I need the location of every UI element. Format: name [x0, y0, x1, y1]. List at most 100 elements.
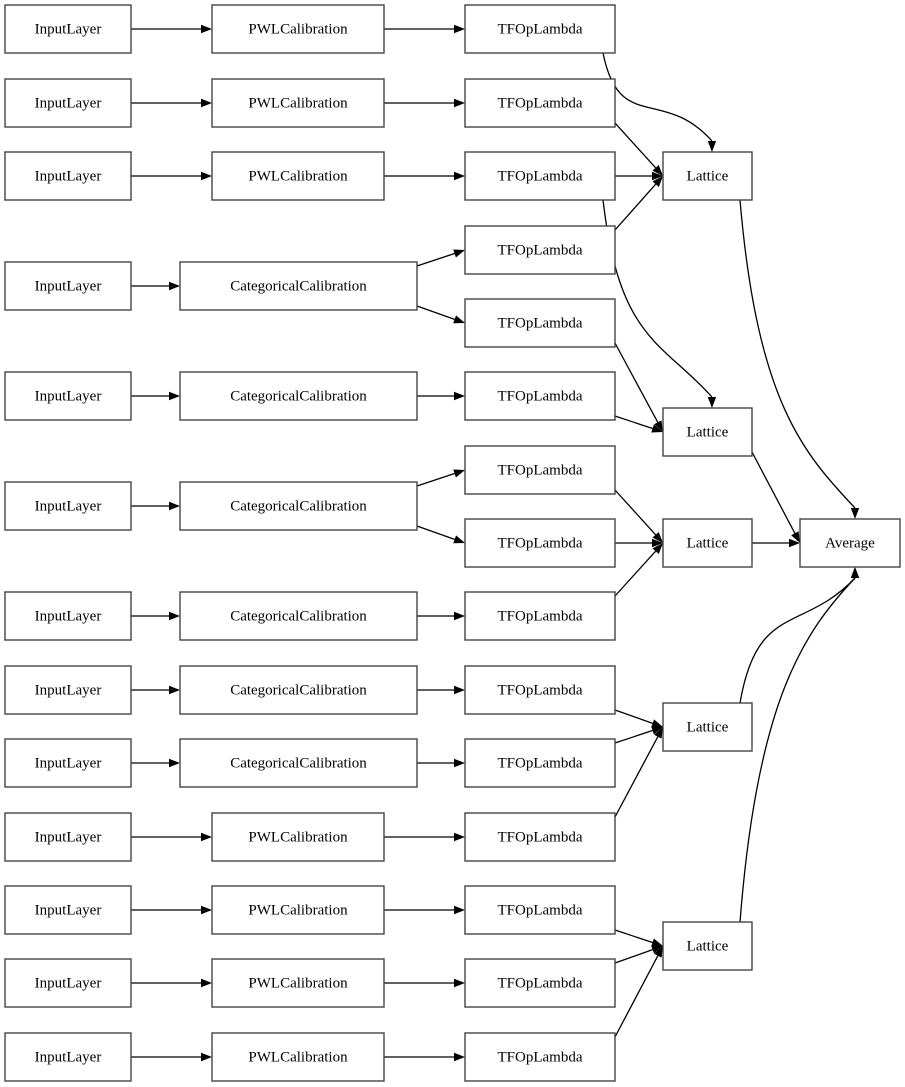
node-inputlayer-in9[interactable]: InputLayer: [4, 738, 132, 788]
node-tfoplambda-lam15[interactable]: TFOpLambda: [464, 1032, 616, 1082]
node-lattice-lat5[interactable]: Lattice: [662, 921, 753, 971]
node-label: PWLCalibration: [248, 902, 348, 918]
node-tfoplambda-lam14[interactable]: TFOpLambda: [464, 958, 616, 1008]
node-label: CategoricalCalibration: [230, 682, 367, 698]
edge-lam13-to-lat5: [614, 929, 663, 947]
node-tfoplambda-lam7[interactable]: TFOpLambda: [464, 445, 616, 495]
node-box: [662, 518, 753, 568]
node-inputlayer-in10[interactable]: InputLayer: [4, 812, 132, 862]
node-categoricalcalibration-cal8[interactable]: CategoricalCalibration: [179, 665, 418, 715]
node-tfoplambda-lam9[interactable]: TFOpLambda: [464, 591, 616, 641]
arrowhead-icon: [454, 685, 465, 695]
node-inputlayer-in1[interactable]: InputLayer: [4, 4, 132, 54]
edge-cal4-to-lam5: [416, 305, 465, 324]
node-tfoplambda-lam11[interactable]: TFOpLambda: [464, 738, 616, 788]
edge-lam3-to-lat1: [615, 171, 663, 181]
node-categoricalcalibration-cal4[interactable]: CategoricalCalibration: [179, 261, 418, 311]
node-tfoplambda-lam10[interactable]: TFOpLambda: [464, 665, 616, 715]
node-inputlayer-in7[interactable]: InputLayer: [4, 591, 132, 641]
node-box: [179, 371, 418, 421]
node-tfoplambda-lam13[interactable]: TFOpLambda: [464, 885, 616, 935]
node-box: [464, 591, 616, 641]
node-inputlayer-in2[interactable]: InputLayer: [4, 78, 132, 128]
arrowhead-icon: [707, 141, 717, 152]
edge-line: [416, 305, 455, 320]
edge-cal5-to-lam6: [417, 391, 465, 401]
edge-line: [416, 472, 455, 487]
node-pwlcalibration-cal12[interactable]: PWLCalibration: [211, 958, 385, 1008]
node-categoricalcalibration-cal5[interactable]: CategoricalCalibration: [179, 371, 418, 421]
node-tfoplambda-lam8[interactable]: TFOpLambda: [464, 518, 616, 568]
node-categoricalcalibration-cal6[interactable]: CategoricalCalibration: [179, 481, 418, 531]
arrowhead-icon: [453, 315, 465, 324]
node-box: [464, 445, 616, 495]
edge-line: [739, 577, 856, 704]
node-pwlcalibration-cal13[interactable]: PWLCalibration: [211, 1032, 385, 1082]
edge-in3-to-cal3: [131, 171, 212, 181]
node-inputlayer-in3[interactable]: InputLayer: [4, 151, 132, 201]
arrowhead-icon: [201, 98, 212, 108]
node-label: Lattice: [687, 719, 729, 735]
edge-cal4-to-lam4: [416, 249, 465, 267]
arrowhead-icon: [454, 391, 465, 401]
node-lattice-lat4[interactable]: Lattice: [662, 702, 753, 752]
edge-lam7-to-lat3: [614, 489, 663, 543]
node-lattice-lat3[interactable]: Lattice: [662, 518, 753, 568]
node-inputlayer-in8[interactable]: InputLayer: [4, 665, 132, 715]
arrowhead-icon: [169, 501, 180, 511]
arrowhead-icon: [169, 685, 180, 695]
node-pwlcalibration-cal10[interactable]: PWLCalibration: [211, 812, 385, 862]
node-inputlayer-in11[interactable]: InputLayer: [4, 885, 132, 935]
arrowhead-icon: [654, 946, 663, 958]
node-tfoplambda-lam2[interactable]: TFOpLambda: [464, 78, 616, 128]
edge-in10-to-cal10: [131, 832, 212, 842]
node-average-avg[interactable]: Average: [799, 518, 901, 568]
edge-lat1-to-avg: [739, 199, 860, 519]
node-categoricalcalibration-cal9[interactable]: CategoricalCalibration: [179, 738, 418, 788]
node-label: TFOpLambda: [498, 388, 583, 404]
node-box: [4, 371, 132, 421]
node-tfoplambda-lam1[interactable]: TFOpLambda: [464, 4, 616, 54]
node-lattice-lat1[interactable]: Lattice: [662, 151, 753, 201]
node-tfoplambda-lam4[interactable]: TFOpLambda: [464, 225, 616, 275]
node-inputlayer-in12[interactable]: InputLayer: [4, 958, 132, 1008]
edge-in13-to-cal13: [131, 1052, 212, 1062]
node-inputlayer-in6[interactable]: InputLayer: [4, 481, 132, 531]
node-label: TFOpLambda: [498, 902, 583, 918]
arrowhead-icon: [652, 532, 663, 543]
node-tfoplambda-lam12[interactable]: TFOpLambda: [464, 812, 616, 862]
node-pwlcalibration-cal1[interactable]: PWLCalibration: [211, 4, 385, 54]
node-categoricalcalibration-cal7[interactable]: CategoricalCalibration: [179, 591, 418, 641]
node-tfoplambda-lam5[interactable]: TFOpLambda: [464, 298, 616, 348]
node-box: [464, 371, 616, 421]
node-tfoplambda-lam3[interactable]: TFOpLambda: [464, 151, 616, 201]
node-label: CategoricalCalibration: [230, 608, 367, 624]
node-label: InputLayer: [35, 902, 102, 918]
node-pwlcalibration-cal3[interactable]: PWLCalibration: [211, 151, 385, 201]
node-inputlayer-in5[interactable]: InputLayer: [4, 371, 132, 421]
arrowhead-icon: [454, 905, 465, 915]
edge-line: [614, 489, 657, 536]
node-label: PWLCalibration: [248, 21, 348, 37]
node-box: [464, 1032, 616, 1082]
node-box: [464, 812, 616, 862]
node-box: [179, 591, 418, 641]
edge-cal3-to-lam3: [384, 171, 465, 181]
arrowhead-icon: [454, 978, 465, 988]
node-inputlayer-in4[interactable]: InputLayer: [4, 261, 132, 311]
node-inputlayer-in13[interactable]: InputLayer: [4, 1032, 132, 1082]
arrowhead-icon: [169, 758, 180, 768]
node-box: [4, 738, 132, 788]
edge-in6-to-cal6: [131, 501, 180, 511]
node-pwlcalibration-cal11[interactable]: PWLCalibration: [211, 885, 385, 935]
node-box: [464, 665, 616, 715]
node-box: [179, 665, 418, 715]
node-lattice-lat2[interactable]: Lattice: [662, 407, 753, 457]
edge-lam5-to-lat2: [614, 342, 663, 432]
node-box: [179, 738, 418, 788]
node-label: InputLayer: [35, 1049, 102, 1065]
arrowhead-icon: [201, 905, 212, 915]
edge-line: [416, 525, 455, 540]
node-pwlcalibration-cal2[interactable]: PWLCalibration: [211, 78, 385, 128]
node-tfoplambda-lam6[interactable]: TFOpLambda: [464, 371, 616, 421]
